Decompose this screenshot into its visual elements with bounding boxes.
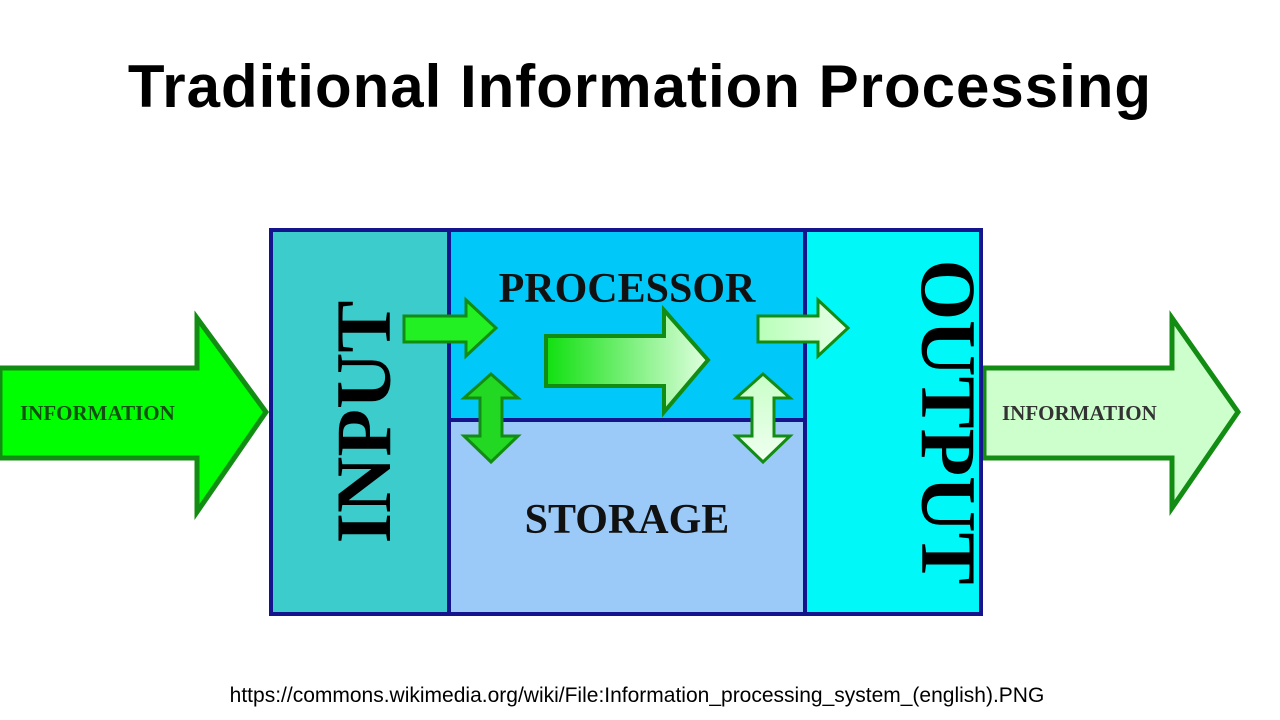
information-out-label: INFORMATION xyxy=(1002,401,1157,425)
information-in-arrow: INFORMATION xyxy=(0,310,270,521)
storage-label: STORAGE xyxy=(525,497,730,543)
input-label: INPUT xyxy=(320,301,407,544)
information-out-arrow: INFORMATION xyxy=(981,310,1242,517)
processor-storage-right-double-arrow xyxy=(732,371,794,465)
processor-to-output-arrow xyxy=(756,296,851,360)
input-box xyxy=(269,228,451,616)
slide-title: Traditional Information Processing xyxy=(127,53,1153,120)
information-in-label: INFORMATION xyxy=(20,401,175,425)
processing-arrow xyxy=(544,304,711,418)
processor-label: PROCESSOR xyxy=(499,266,756,312)
source-url: https://commons.wikimedia.org/wiki/File:… xyxy=(229,684,1045,707)
processor-storage-left-double-arrow xyxy=(460,371,522,465)
storage-box xyxy=(447,418,807,616)
output-box xyxy=(803,228,983,616)
output-label: OUTPUT xyxy=(905,259,992,584)
input-to-processor-arrow xyxy=(402,296,499,360)
